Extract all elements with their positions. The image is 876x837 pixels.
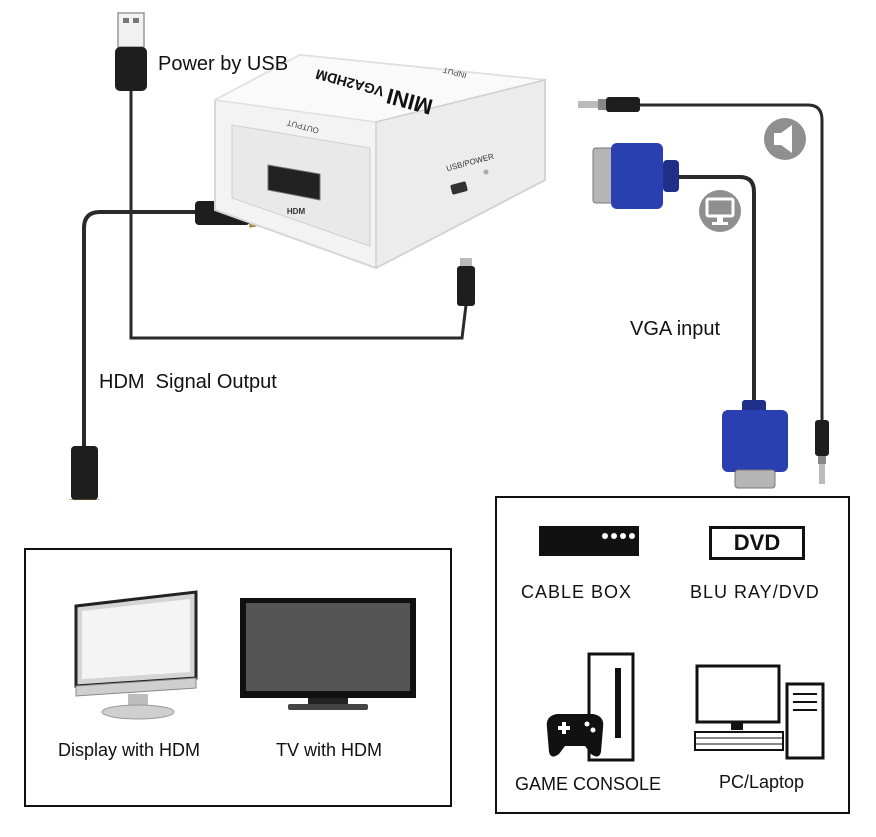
sources-panel: CABLE BOX DVD BLU RAY/DVD GAME CONSOLE P…: [495, 496, 850, 814]
audio-cable: [640, 103, 824, 425]
cable-box-icon: [539, 526, 639, 556]
speaker-icon: [764, 118, 806, 160]
tv-icon: [240, 598, 416, 710]
hdmi-plug-bottom: [69, 446, 100, 500]
converter-box: [212, 53, 546, 270]
vga-input-label: VGA input: [630, 318, 721, 340]
connection-diagram: MINI VGA2HDM INPUT OUTPUT HDM USB/POWER: [69, 12, 829, 500]
pc-icon: [694, 664, 825, 760]
display-label: Display with HDM: [58, 740, 201, 760]
vga-plug-top: [592, 143, 679, 209]
hdmi-output-label: HDM Signal Output: [99, 371, 277, 393]
audio-plug-bottom: [815, 420, 829, 484]
vga-plug-bottom: [722, 400, 788, 489]
tv-label: TV with HDM: [276, 740, 383, 760]
cable-box-label: CABLE BOX: [521, 582, 633, 602]
pc-label: PC/Laptop: [719, 772, 805, 792]
power-usb-label: Power by USB: [158, 53, 289, 75]
display-monitor-icon: [74, 590, 198, 720]
dvd-badge: DVD: [709, 526, 805, 560]
displays-panel: Display with HDM TV with HDM: [24, 548, 452, 807]
converter-hdmi-port-label: HDM: [287, 207, 306, 216]
bluray-label: BLU RAY/DVD: [690, 582, 820, 602]
vga-cable: [675, 175, 756, 405]
game-console-label: GAME CONSOLE: [515, 774, 662, 794]
usb-plug: [115, 12, 147, 91]
micro-usb-plug: [457, 258, 475, 306]
dvd-badge-text: DVD: [733, 530, 781, 555]
monitor-icon: [699, 190, 741, 232]
audio-plug-top: [578, 97, 640, 112]
game-console-icon: [546, 652, 635, 762]
hdmi-cable: [82, 210, 195, 448]
